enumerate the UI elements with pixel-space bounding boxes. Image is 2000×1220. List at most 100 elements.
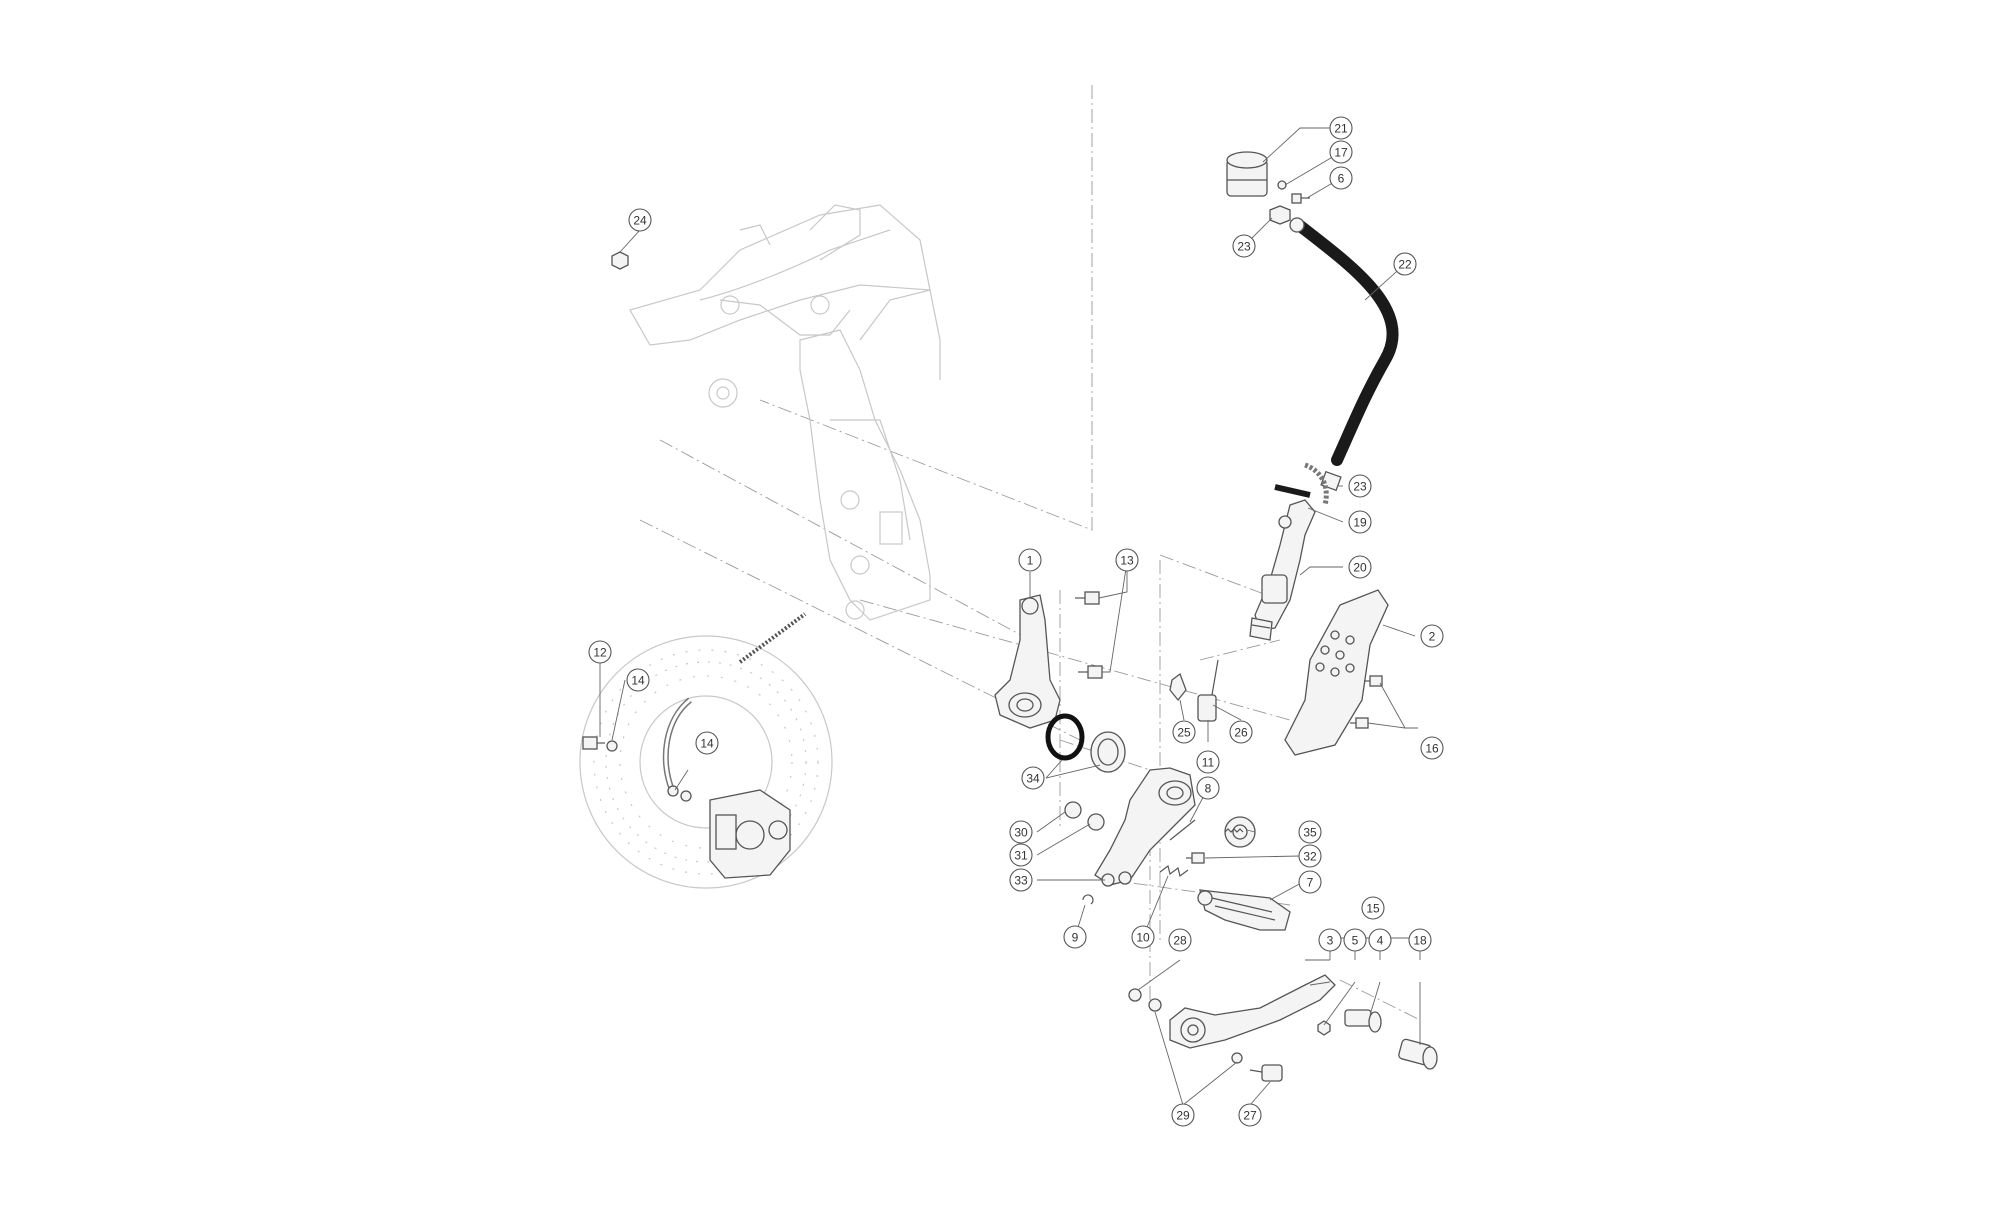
callout-9: 9: [1063, 925, 1087, 949]
callout-6: 6: [1329, 166, 1353, 190]
callout-label: 24: [633, 214, 647, 228]
callout-circle: [1196, 750, 1220, 774]
callout-circle: [1329, 140, 1353, 164]
pin-8: [1169, 819, 1196, 841]
callout-31: 31: [1009, 843, 1033, 867]
callout-label: 33: [1014, 874, 1028, 888]
spring-10: [1159, 864, 1189, 878]
callout-label: 2: [1429, 630, 1436, 644]
bolt-32: [1186, 852, 1205, 864]
callout-label: 6: [1338, 172, 1345, 186]
callout-14: 14: [695, 731, 719, 755]
callout-circle: [1368, 928, 1392, 952]
callout-label: 22: [1398, 258, 1412, 272]
bolt-12: [582, 736, 605, 750]
callout-33: 33: [1009, 868, 1033, 892]
callout-circle: [1343, 928, 1367, 952]
callout-circle: [1232, 234, 1256, 258]
screw-6: [1291, 193, 1310, 204]
callout-29: 29: [1171, 1103, 1195, 1127]
washer-14: [606, 740, 618, 752]
callout-label: 28: [1173, 934, 1187, 948]
callout-circle: [1318, 928, 1342, 952]
callout-26: 26: [1229, 720, 1253, 744]
callout-circle: [1420, 624, 1444, 648]
callout-34: 34: [1021, 766, 1045, 790]
brake-pedal-3: [1169, 974, 1336, 1049]
callout-circle: [1361, 896, 1385, 920]
callout-label: 7: [1307, 876, 1314, 890]
callout-label: 34: [1026, 772, 1040, 786]
callout-circle: [1348, 510, 1372, 534]
callout-22: 22: [1393, 252, 1417, 276]
bearing-ring: [1090, 731, 1126, 773]
seal-34: [1045, 713, 1085, 761]
callout-circle: [1298, 844, 1322, 868]
callout-circle: [1009, 843, 1033, 867]
washer-29-a: [1148, 998, 1162, 1012]
clip-25: [1169, 672, 1187, 702]
callout-label: 10: [1136, 931, 1150, 945]
callout-circle: [1408, 928, 1432, 952]
clip-9: [1082, 894, 1094, 905]
callout-35: 35: [1298, 820, 1322, 844]
washer-29-b: [1231, 1052, 1243, 1064]
callout-label: 20: [1353, 561, 1367, 575]
callout-label: 11: [1202, 756, 1215, 770]
callout-13: 13: [1115, 548, 1139, 572]
callout-circle: [626, 668, 650, 692]
callout-label: 31: [1014, 849, 1028, 863]
callout-3: 3: [1318, 928, 1342, 952]
callout-circle: [1171, 1103, 1195, 1127]
callout-12: 12: [588, 640, 612, 664]
callout-27: 27: [1238, 1103, 1262, 1127]
callout-circle: [1196, 776, 1220, 800]
callout-label: 1: [1027, 554, 1034, 568]
callout-circle: [1115, 548, 1139, 572]
callout-label: 21: [1334, 122, 1348, 136]
nut-24: [611, 251, 629, 270]
hose-22: [1289, 217, 1399, 466]
callout-14: 14: [626, 668, 650, 692]
leader-lines: [599, 127, 1421, 1106]
heel-guard-2: [1284, 589, 1389, 756]
callout-25: 25: [1172, 720, 1196, 744]
callout-circle: [1168, 928, 1192, 952]
callout-circle: [1172, 720, 1196, 744]
callout-circle: [1329, 166, 1353, 190]
braided-line: [738, 612, 807, 664]
pedal-tip-cover-18: [1398, 1038, 1438, 1070]
callout-20: 20: [1348, 555, 1372, 579]
callout-1: 1: [1018, 548, 1042, 572]
callout-label: 4: [1377, 934, 1384, 948]
callout-11: 11: [1196, 750, 1220, 774]
callout-label: 23: [1353, 480, 1367, 494]
brake-caliper: [709, 789, 791, 879]
callout-21: 21: [1329, 116, 1353, 140]
callout-label: 16: [1425, 742, 1439, 756]
callout-circle: [1298, 820, 1322, 844]
callout-label: 15: [1366, 902, 1380, 916]
washer-28: [1128, 988, 1142, 1002]
callout-label: 26: [1234, 726, 1248, 740]
callout-4: 4: [1368, 928, 1392, 952]
callout-19: 19: [1348, 510, 1372, 534]
reservoir-21: [1226, 151, 1268, 197]
pedal-tip-4: [1344, 1009, 1382, 1033]
callout-label: 19: [1353, 516, 1367, 530]
callout-label: 14: [631, 674, 645, 688]
callout-10: 10: [1131, 925, 1155, 949]
callout-circle: [1063, 925, 1087, 949]
callout-28: 28: [1168, 928, 1192, 952]
callout-circle: [1348, 474, 1372, 498]
callout-label: 23: [1237, 240, 1251, 254]
callout-2: 2: [1420, 624, 1444, 648]
callout-circle: [588, 640, 612, 664]
callout-label: 30: [1014, 826, 1028, 840]
washer-17: [1277, 180, 1287, 190]
callout-17: 17: [1329, 140, 1353, 164]
callout-24: 24: [628, 208, 652, 232]
callout-circle: [1009, 868, 1033, 892]
